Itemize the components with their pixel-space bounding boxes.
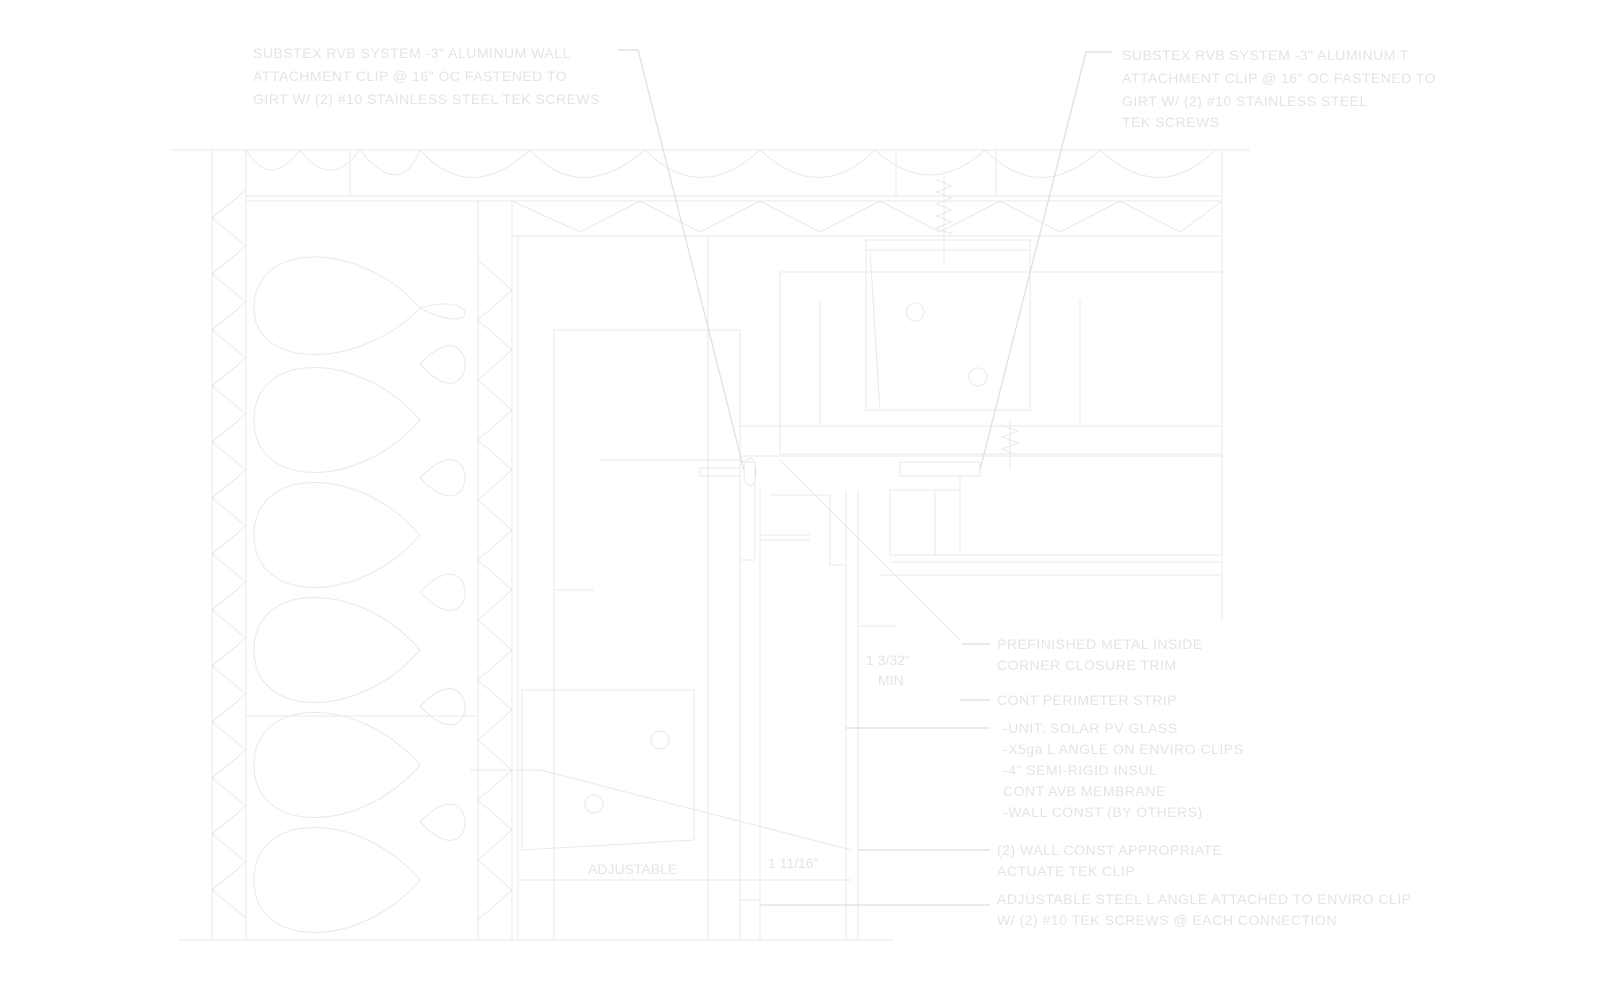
- note-top-left: SUBSTEX RVB SYSTEM -3" ALUMINUM WALL ATT…: [253, 45, 600, 107]
- note-layers: -UNIT: SOLAR PV GLASS -X5ga L ANGLE ON E…: [1003, 720, 1243, 820]
- note-line: ATTACHMENT CLIP @ 16" OC FASTENED TO: [253, 68, 567, 84]
- note-line: GIRT W/ (2) #10 STAINLESS STEEL TEK SCRE…: [253, 91, 600, 107]
- left-wall-assembly: [178, 150, 894, 941]
- dimension-gap: 1 3/32" MIN: [866, 652, 910, 688]
- note-clip: (2) WALL CONST APPROPRIATE ACTUATE TEK C…: [997, 842, 1222, 879]
- dimension-depth: 1 11/16": [768, 855, 819, 871]
- note-line: CONT AVB MEMBRANE: [1003, 783, 1166, 799]
- note-angle: ADJUSTABLE STEEL L ANGLE ATTACHED TO ENV…: [997, 891, 1412, 928]
- note-line: CONT PERIMETER STRIP: [997, 692, 1177, 708]
- upper-clip-assembly: [740, 176, 1223, 576]
- note-line: CORNER CLOSURE TRIM: [997, 657, 1177, 673]
- leader-lines: [618, 49, 1112, 906]
- note-line: W/ (2) #10 TEK SCREWS @ EACH CONNECTION: [997, 912, 1337, 928]
- insulation-loops: [246, 256, 478, 933]
- dimension-value: MIN: [878, 672, 904, 688]
- note-line: ACTUATE TEK CLIP: [997, 863, 1135, 879]
- dimension-adjustable: ADJUSTABLE: [588, 861, 677, 877]
- top-wall-assembly: [172, 149, 1250, 620]
- note-line: ATTACHMENT CLIP @ 16" OC FASTENED TO: [1122, 70, 1436, 86]
- note-line: SUBSTEX RVB SYSTEM -3" ALUMINUM WALL: [253, 45, 571, 61]
- note-line: -4" SEMI-RIGID INSUL: [1003, 762, 1157, 778]
- note-line: SUBSTEX RVB SYSTEM -3" ALUMINUM T: [1122, 47, 1409, 63]
- note-line: PREFINISHED METAL INSIDE: [997, 636, 1203, 652]
- note-line: -UNIT: SOLAR PV GLASS: [1003, 720, 1178, 736]
- note-top-right: SUBSTEX RVB SYSTEM -3" ALUMINUM T ATTACH…: [1122, 47, 1436, 130]
- note-line: ADJUSTABLE STEEL L ANGLE ATTACHED TO ENV…: [997, 891, 1412, 907]
- note-line: TEK SCREWS: [1122, 114, 1220, 130]
- note-line: (2) WALL CONST APPROPRIATE: [997, 842, 1222, 858]
- dimension-value: 1 3/32": [866, 652, 910, 668]
- note-line: GIRT W/ (2) #10 STAINLESS STEEL: [1122, 93, 1368, 109]
- note-line: -WALL CONST (BY OTHERS): [1003, 804, 1203, 820]
- note-corner-trim: PREFINISHED METAL INSIDE CORNER CLOSURE …: [997, 636, 1203, 673]
- corner-framing: [470, 235, 859, 941]
- corner-trim: [699, 457, 961, 641]
- note-line: -X5ga L ANGLE ON ENVIRO CLIPS: [1003, 741, 1243, 757]
- note-perimeter: CONT PERIMETER STRIP: [997, 692, 1177, 708]
